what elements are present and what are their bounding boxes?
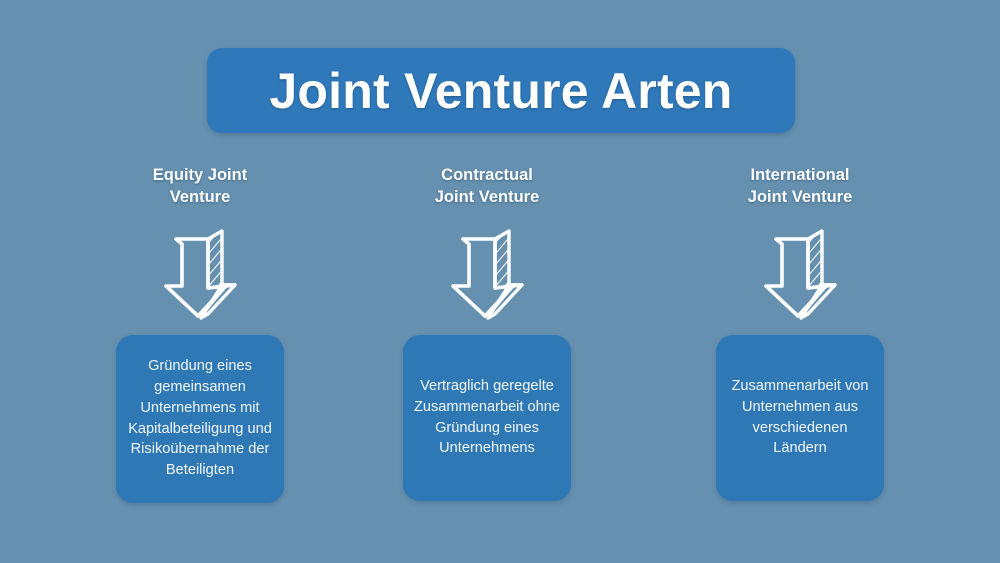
column-heading-line1: Equity Joint — [152, 166, 248, 184]
column-heading: Equity Joint Venture — [100, 165, 300, 209]
description-text: Gründung eines gemeinsamen Unternehmens … — [128, 358, 272, 478]
column-heading-line1: International — [750, 166, 850, 184]
down-arrow-icon — [755, 225, 845, 322]
column-heading-line2: Joint Venture — [747, 187, 853, 206]
column-heading-line1: Contractual — [441, 166, 533, 184]
description-box: Vertraglich geregelte Zusammenarbeit ohn… — [403, 334, 571, 501]
down-arrow-icon — [442, 225, 532, 322]
description-text: Vertraglich geregelte Zusammenarbeit ohn… — [413, 378, 561, 457]
columns-container: Equity Joint Venture — [0, 165, 1000, 525]
column-equity-joint-venture: Equity Joint Venture — [55, 165, 345, 503]
column-contractual-joint-venture: Contractual Joint Venture Ver — [342, 165, 632, 501]
column-heading-line2: Venture — [169, 187, 231, 206]
down-arrow-icon — [155, 225, 245, 322]
description-text: Zusammenarbeit von Unternehmen aus versc… — [731, 378, 869, 457]
column-international-joint-venture: International Joint Venture Z — [655, 165, 945, 501]
page-title: Joint Venture Arten — [269, 62, 733, 119]
column-heading: Contractual Joint Venture — [387, 165, 587, 209]
title-banner: Joint Venture Arten — [207, 48, 795, 133]
description-box: Zusammenarbeit von Unternehmen aus versc… — [716, 334, 884, 501]
column-heading-line2: Joint Venture — [434, 187, 540, 206]
column-heading: International Joint Venture — [700, 165, 900, 209]
description-box: Gründung eines gemeinsamen Unternehmens … — [116, 334, 284, 503]
